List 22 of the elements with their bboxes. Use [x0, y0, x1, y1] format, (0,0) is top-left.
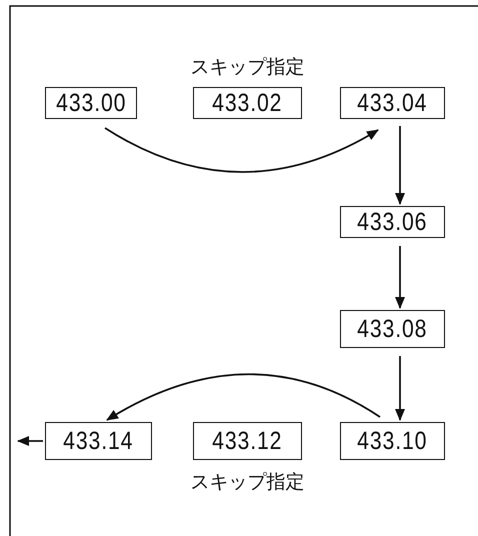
value-text: 433.02: [212, 88, 283, 118]
arrow: [395, 126, 405, 205]
value-box: [45, 422, 152, 460]
value-text: 433.14: [63, 426, 134, 456]
value-box: [340, 87, 445, 119]
arrow: [395, 356, 405, 421]
skip-label: スキップ指定: [190, 471, 304, 495]
value-text: 433.04: [357, 88, 428, 118]
value-text: 433.08: [357, 314, 428, 344]
value-text: 433.10: [357, 426, 428, 456]
value-text: 433.06: [357, 208, 428, 236]
value-box: [340, 206, 445, 238]
arrow: [106, 373, 380, 421]
value-box: [340, 310, 445, 348]
value-text: 433.12: [212, 426, 283, 456]
value-box: [340, 422, 445, 460]
arrow: [395, 246, 405, 309]
skip-label: スキップ指定: [190, 56, 304, 80]
arrow: [17, 436, 43, 446]
value-text: 433.00: [56, 88, 126, 118]
value-box: [45, 87, 137, 119]
arrow: [104, 127, 379, 173]
